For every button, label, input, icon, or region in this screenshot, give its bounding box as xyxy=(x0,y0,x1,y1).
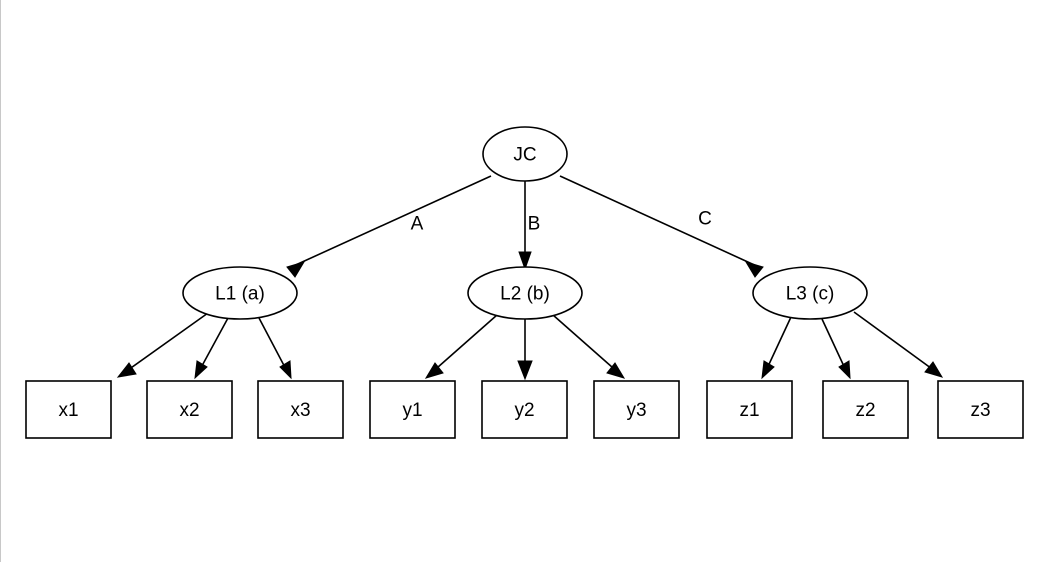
node-y3-label: y3 xyxy=(626,400,646,421)
edge-l1-to-x3 xyxy=(258,317,292,380)
edge-l2-to-y2 xyxy=(517,319,533,381)
edge-jc-to-l3 xyxy=(559,175,764,278)
edge-jc-to-l1 xyxy=(286,175,492,278)
node-jc[interactable]: JC xyxy=(482,126,568,182)
node-x3-label: x3 xyxy=(290,400,310,421)
node-y2[interactable]: y2 xyxy=(481,380,568,439)
edge-l1-to-x1 xyxy=(116,312,209,378)
edge-l1-to-x2 xyxy=(194,317,229,380)
edge-jc-to-l2 xyxy=(518,181,532,271)
edge-label-c: C xyxy=(698,209,712,230)
node-z2[interactable]: z2 xyxy=(822,380,909,439)
node-x2[interactable]: x2 xyxy=(146,380,233,439)
edge-l3-to-z1 xyxy=(761,316,792,380)
node-z1[interactable]: z1 xyxy=(706,380,793,439)
edge-l3-to-z3 xyxy=(853,311,944,378)
edge-l2-to-y1 xyxy=(424,314,498,379)
node-l1[interactable]: L1 (a) xyxy=(182,266,298,320)
node-y1[interactable]: y1 xyxy=(369,380,456,439)
edge-l2-to-y3 xyxy=(552,314,626,379)
node-z2-label: z2 xyxy=(855,400,875,421)
node-x1-label: x1 xyxy=(58,400,78,421)
node-z3[interactable]: z3 xyxy=(937,380,1024,439)
node-y2-label: y2 xyxy=(514,400,534,421)
node-l3[interactable]: L3 (c) xyxy=(752,266,868,320)
node-z3-label: z3 xyxy=(970,400,990,421)
node-z1-label: z1 xyxy=(739,400,759,421)
node-jc-label: JC xyxy=(513,145,536,166)
node-x1[interactable]: x1 xyxy=(25,380,112,439)
edge-label-a: A xyxy=(411,214,424,235)
node-l3-label: L3 (c) xyxy=(786,284,835,305)
node-l1-label: L1 (a) xyxy=(215,284,265,305)
node-l2-label: L2 (b) xyxy=(500,284,550,305)
node-y3[interactable]: y3 xyxy=(593,380,680,439)
node-x3[interactable]: x3 xyxy=(257,380,344,439)
node-y1-label: y1 xyxy=(402,400,422,421)
edge-l3-to-z2 xyxy=(821,318,851,380)
node-x2-label: x2 xyxy=(179,400,199,421)
edge-label-b: B xyxy=(528,214,541,235)
node-l2[interactable]: L2 (b) xyxy=(467,266,583,320)
